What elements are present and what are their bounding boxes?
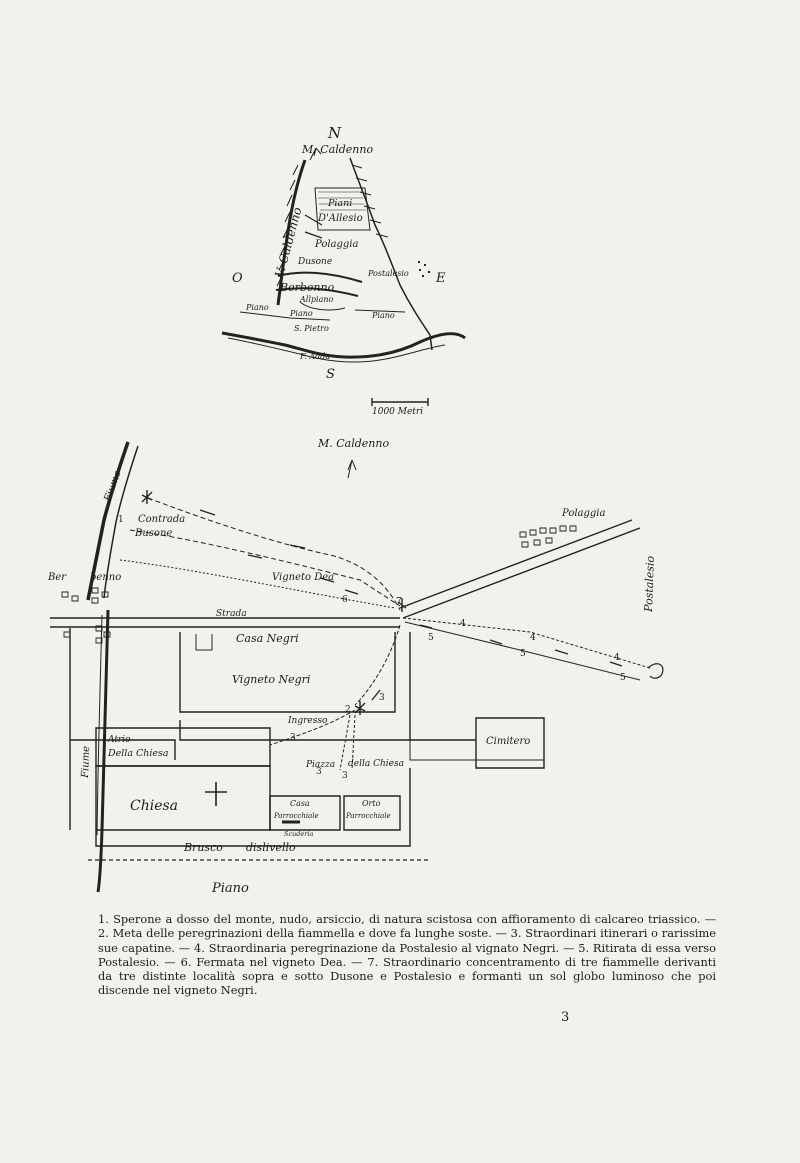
label-dislivello: dislivello	[246, 841, 296, 854]
bottom-map	[50, 441, 664, 893]
label-south: S	[326, 367, 335, 382]
label-casa-parrocchiale-2: Parrocchiale	[273, 812, 319, 820]
label-ingresso: Ingresso	[287, 716, 328, 726]
label-postalesio-top: Postalesio	[367, 269, 409, 278]
label-piano-e: Piano	[371, 311, 395, 320]
casa-negri-block	[179, 632, 396, 713]
route-number: 1	[118, 515, 124, 525]
label-della-chiesa-piazza: della Chiesa	[348, 759, 404, 769]
adda-river	[221, 331, 466, 359]
label-east: E	[435, 271, 446, 286]
scale-bar	[371, 398, 429, 406]
label-ber: Ber	[47, 572, 67, 583]
flame-7	[397, 598, 407, 612]
piani-dallesio-area	[314, 187, 371, 231]
flame-2	[354, 701, 366, 715]
label-piano-c: Piano	[289, 309, 313, 318]
label-dusone-top: Dusone	[297, 257, 332, 267]
label-v-caldenno: V. Caldenno	[272, 206, 304, 279]
label-casa-parrocchiale-1: Casa	[290, 799, 310, 808]
label-casa-negri: Casa Negri	[236, 632, 299, 645]
label-scuderia: Scuderia	[284, 830, 313, 838]
page-number: 3	[561, 1010, 570, 1025]
label-fiume-top: Fiume	[102, 469, 124, 504]
label-f-adda: F. Adda	[299, 352, 330, 361]
route-number: 3	[342, 771, 348, 781]
label-della-chiesa: Della Chiesa	[107, 748, 169, 759]
label-orto-parrocchiale: Parrocchiale	[345, 812, 391, 820]
label-postalesio-bottom: Postalesio	[642, 555, 657, 613]
label-benno: benno	[90, 572, 121, 583]
label-contrada: Contrada	[138, 514, 185, 525]
label-north: N	[327, 124, 342, 142]
route-number: 6	[342, 595, 348, 605]
river-vertical	[96, 609, 110, 893]
label-vigneto-dea: Vigneto Dea	[272, 572, 334, 583]
label-orto: Orto	[362, 799, 381, 808]
road-diagonal	[399, 519, 641, 619]
label-berbenno-top: Berbenno	[279, 281, 335, 294]
label-allpiano: Allpiano	[299, 295, 333, 304]
route-number: 4	[460, 619, 466, 629]
route-number: 5	[620, 673, 626, 683]
berbenno-slope	[275, 271, 363, 297]
casa-parrocchiale	[269, 795, 341, 831]
cimitero-block	[475, 717, 545, 769]
orto-parrocchiale	[343, 795, 401, 831]
flame-1	[141, 490, 153, 504]
route-number: 5	[428, 633, 434, 643]
route-number: 5	[520, 649, 526, 659]
label-piano-bottom: Piano	[211, 881, 249, 896]
label-dallesio: D'Allesio	[317, 213, 363, 224]
route-number: 7	[396, 597, 402, 607]
route-number: 3	[379, 693, 385, 703]
label-m-caldenno-top: M. Caldenno	[301, 143, 373, 156]
label-cimitero: Cimitero	[486, 736, 530, 747]
strada-road	[50, 617, 400, 628]
route-number: 4	[614, 653, 620, 663]
ridge-east	[349, 157, 433, 351]
route-number: 3	[290, 733, 296, 743]
label-west: O	[232, 271, 243, 286]
label-vigneto-negri: Vigneto Negri	[232, 673, 310, 686]
label-piano-w: Piano	[245, 303, 269, 312]
label-piani: Piani	[327, 198, 352, 209]
route-number: 3	[316, 767, 322, 777]
label-s-pietro: S. Pietro	[294, 324, 329, 333]
label-polaggia-top: Polaggia	[314, 239, 359, 250]
top-map	[221, 147, 466, 406]
chiesa-block	[95, 765, 271, 831]
label-m-caldenno-bottom: M. Caldenno	[317, 437, 389, 450]
label-fiume-bottom: Fiume	[80, 746, 92, 779]
label-polaggia-bottom: Polaggia	[561, 508, 606, 519]
label-piazza: Piazza	[305, 760, 335, 770]
route-number: 4	[530, 633, 536, 643]
atrio-block	[95, 727, 271, 767]
river-top	[86, 441, 130, 601]
label-busone: Busone	[134, 528, 172, 539]
label-chiesa: Chiesa	[130, 798, 178, 814]
route-number: 2	[345, 705, 351, 715]
label-brusco: Brusco	[183, 841, 223, 854]
figure-caption: 1. Sperone a dosso del monte, nudo, arsi…	[98, 912, 716, 998]
label-scale: 1000 Metri	[372, 407, 423, 417]
label-atrio: Atrio	[107, 735, 131, 745]
label-strada: Strada	[216, 609, 247, 619]
